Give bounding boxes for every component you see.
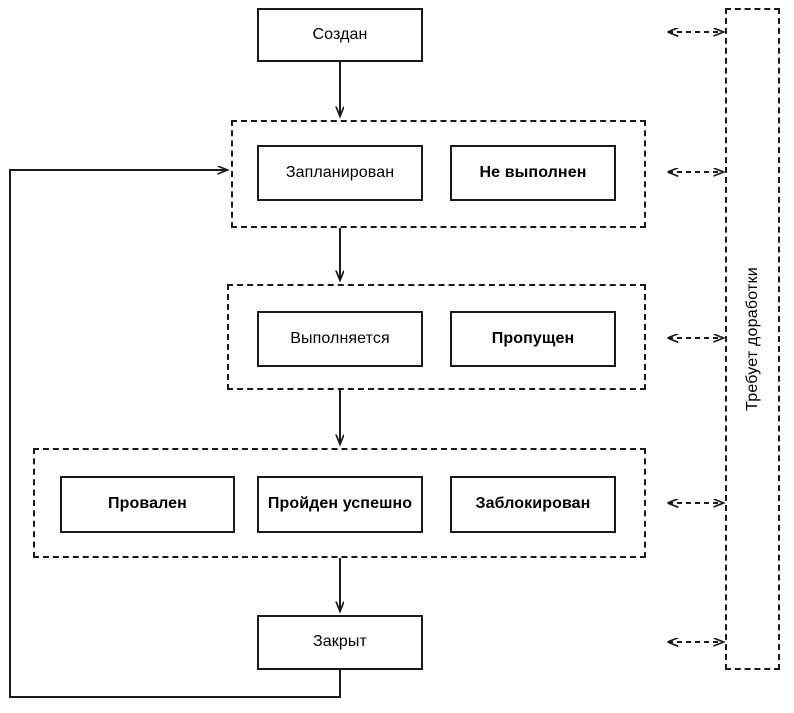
- node-in-progress-label: Выполняется: [290, 329, 390, 347]
- node-created[interactable]: Создан: [257, 8, 423, 62]
- node-failed[interactable]: Провален: [60, 476, 235, 533]
- node-created-label: Создан: [312, 25, 368, 43]
- rework-panel-label: Требует доработки: [743, 267, 761, 411]
- node-passed-label: Пройден успешно: [267, 495, 413, 513]
- node-planned-label: Запланирован: [285, 163, 395, 181]
- node-passed[interactable]: Пройден успешно: [257, 476, 423, 533]
- node-closed[interactable]: Закрыт: [257, 615, 423, 670]
- node-planned[interactable]: Запланирован: [257, 145, 423, 201]
- node-in-progress[interactable]: Выполняется: [257, 311, 423, 367]
- node-skipped[interactable]: Пропущен: [450, 311, 616, 367]
- node-closed-label: Закрыт: [313, 633, 367, 651]
- node-blocked[interactable]: Заблокирован: [450, 476, 616, 533]
- rework-panel[interactable]: Требует доработки: [725, 8, 780, 670]
- node-skipped-label: Пропущен: [491, 329, 575, 347]
- node-blocked-label: Заблокирован: [475, 495, 591, 513]
- node-not-done-label: Не выполнен: [479, 163, 587, 181]
- node-not-done[interactable]: Не выполнен: [450, 145, 616, 201]
- node-failed-label: Провален: [108, 495, 187, 513]
